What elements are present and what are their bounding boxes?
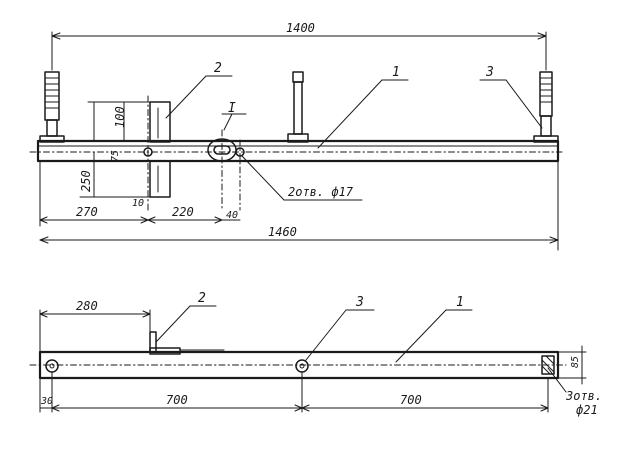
callout-detail-I: I [228, 101, 236, 116]
dim-10-label: 10 [132, 198, 144, 209]
dim-75-label: 75 [110, 150, 121, 162]
callouts-bottom: 2 3 1 3отв.ф21 [155, 291, 602, 417]
dim-bracket-vertical: 100 75 250 10 [79, 101, 151, 209]
top-view: 1400 100 75 250 10 270 220 40 [29, 21, 563, 251]
hole-left [45, 359, 59, 373]
dim-plan-chain: 30 700 700 [39, 371, 549, 413]
callout-plan-part-1: 1 [456, 295, 464, 310]
dim-280-label: 280 [76, 299, 98, 313]
bolt-middle [287, 71, 309, 143]
dim-270-label: 270 [76, 205, 98, 219]
bolt-right [533, 71, 559, 143]
beam-part-1 [36, 139, 560, 163]
callout-part-1: 1 [392, 65, 400, 80]
callout-holes-17: 2отв. ф17 [288, 185, 354, 199]
bracket-part-2 [143, 95, 171, 211]
dim-280: 280 [39, 299, 151, 353]
dim-30-label: 30 [40, 396, 53, 407]
dim-700-left-label: 700 [166, 393, 188, 407]
dim-1400-label: 1400 [286, 21, 315, 35]
detail-slot [207, 129, 245, 211]
dim-40-label: 40 [226, 210, 238, 221]
dim-250-label: 250 [79, 170, 93, 192]
dim-lower-chain: 270 220 40 [39, 161, 241, 227]
dim-1400: 1400 [51, 21, 547, 71]
hole-right [541, 355, 555, 375]
dim-100-label: 100 [113, 106, 127, 128]
callout-plan-part-2: 2 [198, 291, 206, 306]
dim-220-label: 220 [172, 205, 194, 219]
callout-plan-part-3: 3 [355, 295, 364, 310]
callout-part-2: 2 [214, 61, 222, 76]
callouts-top: 2 1 3 I 2отв. ф17 [165, 61, 543, 201]
dim-85: 85 [557, 345, 587, 385]
dim-1460: 1460 [39, 161, 559, 251]
callout-holes-21-line1: 3отв.ф21 [565, 389, 602, 417]
bracket-plan-part-2 [149, 331, 225, 355]
bottom-view: 280 30 700 700 85 2 3 [29, 291, 602, 417]
hole-middle [295, 359, 309, 373]
bolt-left [39, 71, 65, 143]
dim-85-label: 85 [570, 356, 581, 368]
callout-part-3: 3 [485, 65, 494, 80]
dim-1460-label: 1460 [268, 225, 297, 239]
dim-700-right-label: 700 [400, 393, 422, 407]
